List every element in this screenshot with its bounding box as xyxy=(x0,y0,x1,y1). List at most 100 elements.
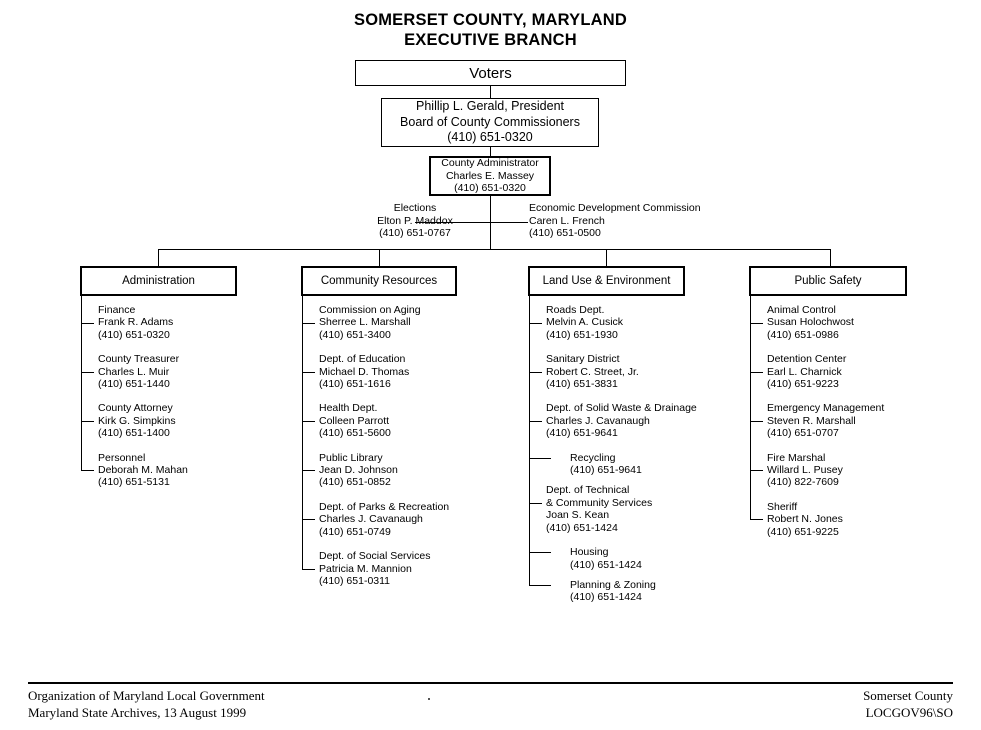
department-header-community-resources: Community Resources xyxy=(301,266,457,296)
connector-entry-tick xyxy=(529,503,542,504)
entry-person-name: Susan Holochwost xyxy=(767,316,854,329)
entry-person-name: Robert C. Street, Jr. xyxy=(546,365,639,378)
administrator-title: County Administrator xyxy=(441,157,539,170)
entry-unit-name: Fire Marshal xyxy=(767,451,826,464)
entry-unit-name: Recycling xyxy=(570,451,616,464)
connector-entry-tick xyxy=(750,470,763,471)
title-line-2: EXECUTIVE BRANCH xyxy=(404,31,577,49)
administrator-phone: (410) 651-0320 xyxy=(454,182,526,195)
entry-unit-name: Roads Dept. xyxy=(546,304,605,316)
entry-unit-name: Health Dept. xyxy=(319,402,378,415)
department-column-land-use-environment: Roads Dept.Melvin A. Cusick(410) 651-193… xyxy=(528,304,697,612)
entry-person-name: Charles J. Cavanaugh xyxy=(319,513,423,526)
footer-source-line-1: Organization of Maryland Local Governmen… xyxy=(28,688,265,703)
footer-file-code: LOCGOV96\SO xyxy=(865,705,953,720)
entry-person-name: Colleen Parrott xyxy=(319,414,390,427)
administrator-person: Charles E. Massey xyxy=(445,169,535,182)
connector-department-bus xyxy=(158,249,831,250)
entry-person-name: Willard L. Pusey xyxy=(767,464,843,477)
entry-person-name: Robert N. Jones xyxy=(767,513,843,526)
connector-entry-tick xyxy=(81,470,94,471)
connector-elections-tick xyxy=(415,222,490,223)
entry-unit-name: Commission on Aging xyxy=(319,304,421,316)
entry-phone: (410) 651-3831 xyxy=(546,378,618,391)
department-header-public-safety: Public Safety xyxy=(749,266,907,296)
department-subentry: Housing(410) 651-1424 xyxy=(528,546,697,571)
connector-entry-tick xyxy=(302,323,315,324)
footer-dot-mark xyxy=(428,698,430,700)
entry-phone: (410) 651-1424 xyxy=(570,591,642,604)
entry-unit-name: Personnel xyxy=(98,451,146,464)
entry-unit-name: County Treasurer xyxy=(98,353,180,366)
department-header-land-use-environment: Land Use & Environment xyxy=(528,266,685,296)
footer-source-line-2: Maryland State Archives, 13 August 1999 xyxy=(28,705,247,720)
entry-person-name: Sherree L. Marshall xyxy=(319,316,411,329)
side-office-economic-development-commission: Economic Development Commission Caren L.… xyxy=(529,202,701,240)
department-header-label: Community Resources xyxy=(320,274,438,287)
connector-entry-tick xyxy=(81,421,94,422)
connector-entry-tick xyxy=(750,372,763,373)
connector-entry-tick xyxy=(302,569,315,570)
connector-entry-tick xyxy=(529,372,542,373)
edc-phone: (410) 651-0500 xyxy=(529,227,601,239)
node-board-of-county-commissioners: Phillip L. Gerald, President Board of Co… xyxy=(381,98,599,147)
entry-unit-name-continued: & Community Services xyxy=(546,496,653,509)
edc-person: Caren L. French xyxy=(529,214,605,227)
connector-voters-to-commissioners xyxy=(490,86,491,98)
entry-phone: (410) 651-0749 xyxy=(319,525,391,538)
entry-person-name: Charles L. Muir xyxy=(98,365,170,378)
entry-phone: (410) 651-5131 xyxy=(98,476,170,489)
node-county-administrator: County Administrator Charles E. Massey (… xyxy=(429,156,551,196)
commissioners-president: Phillip L. Gerald, President xyxy=(416,99,564,114)
connector-drop-administration xyxy=(158,249,159,266)
connector-entry-tick xyxy=(302,372,315,373)
connector-entry-tick xyxy=(529,323,542,324)
node-voters-label: Voters xyxy=(469,64,512,82)
entry-unit-name: Sanitary District xyxy=(546,353,620,366)
side-office-elections: Elections Elton P. Maddox (410) 651-0767 xyxy=(340,202,490,240)
entry-unit-name: Dept. of Solid Waste & Drainage xyxy=(546,402,697,415)
entry-phone: (410) 822-7609 xyxy=(767,476,839,489)
connector-commissioners-to-administrator xyxy=(490,147,491,156)
entry-phone: (410) 651-9641 xyxy=(546,427,618,440)
connector-column-spine xyxy=(750,296,751,519)
footer-county-name: Somerset County xyxy=(863,688,953,703)
entry-unit-name: Animal Control xyxy=(767,304,836,316)
connector-column-spine xyxy=(81,296,82,470)
connector-entry-tick xyxy=(81,372,94,373)
entry-unit-name: Detention Center xyxy=(767,353,847,366)
entry-unit-name: Public Library xyxy=(319,451,383,464)
entry-person-name: Joan S. Kean xyxy=(546,509,610,522)
connector-entry-tick xyxy=(302,421,315,422)
commissioners-phone: (410) 651-0320 xyxy=(447,130,533,145)
entry-phone: (410) 651-0852 xyxy=(319,476,391,489)
department-header-label: Administration xyxy=(122,274,195,287)
entry-person-name: Earl L. Charnick xyxy=(767,365,842,378)
entry-unit-name: County Attorney xyxy=(98,402,173,415)
connector-entry-tick xyxy=(529,421,542,422)
connector-subentry-tick xyxy=(529,458,551,459)
footer-divider xyxy=(28,682,953,684)
connector-drop-land-use-environment xyxy=(606,249,607,266)
entry-phone: (410) 651-3400 xyxy=(319,328,391,341)
entry-unit-name: Sheriff xyxy=(767,500,798,513)
connector-drop-community-resources xyxy=(379,249,380,266)
department-subentry: Planning & Zoning(410) 651-1424 xyxy=(528,579,697,604)
elections-phone: (410) 651-0767 xyxy=(379,227,451,239)
